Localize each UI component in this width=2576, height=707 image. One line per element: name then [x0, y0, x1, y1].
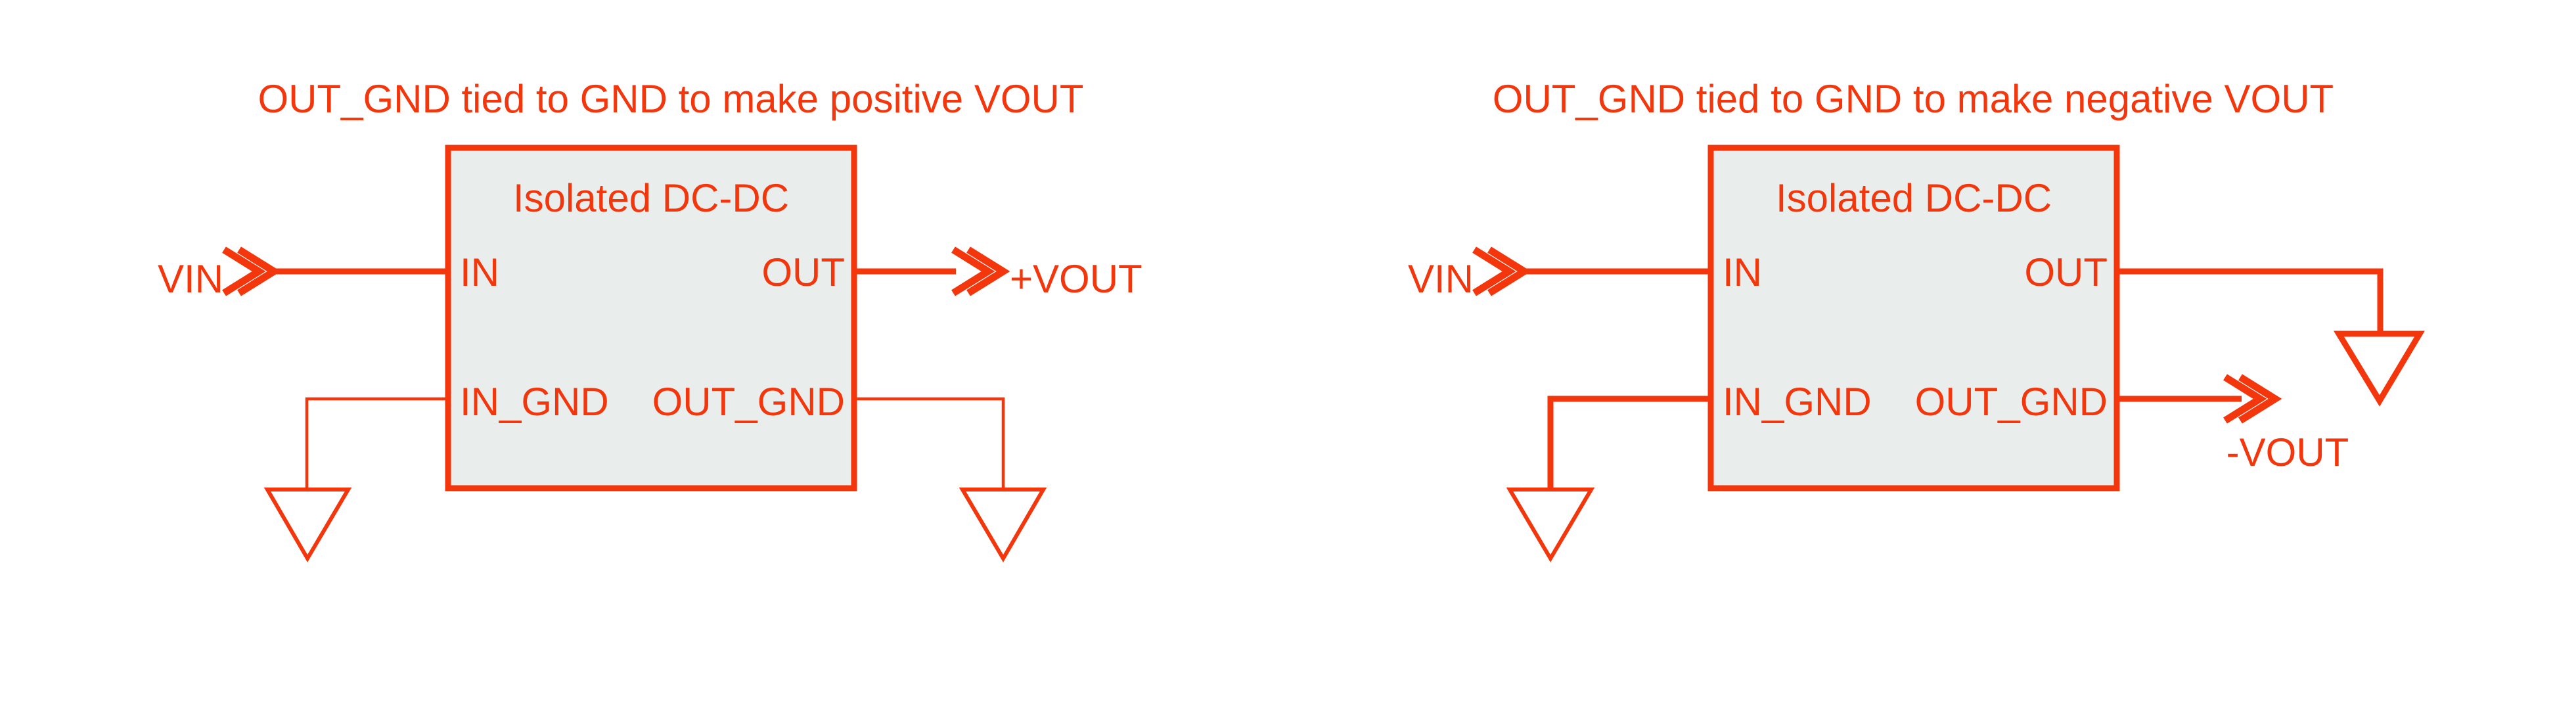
- dcdc-block: [1707, 145, 2120, 491]
- net-label-neg-vout: -VOUT: [2226, 430, 2349, 474]
- diagram-title: OUT_GND tied to GND to make positive VOU…: [258, 77, 1083, 121]
- pin-label-in-gnd: IN_GND: [460, 380, 609, 424]
- input-port-chevron-icon: [222, 246, 266, 296]
- wire-in-gnd: [305, 397, 448, 491]
- input-port-chevron-icon: [1472, 246, 1516, 296]
- wire-out: [2117, 268, 2384, 336]
- block-title: Isolated DC-DC: [513, 176, 789, 220]
- output-port-chevron-icon: [2238, 374, 2282, 424]
- net-label-vin: VIN: [1408, 257, 1474, 301]
- ground-symbol: [2333, 331, 2425, 407]
- wire-out-gnd: [854, 397, 1005, 491]
- ground-symbol: [263, 488, 352, 562]
- output-port-chevron-icon: [966, 246, 1010, 296]
- wire-in-gnd: [1547, 396, 1711, 492]
- net-label-vin: VIN: [158, 257, 223, 301]
- ground-symbol: [1506, 488, 1595, 562]
- diagram-title: OUT_GND tied to GND to make negative VOU…: [1493, 77, 2334, 121]
- ground-symbol: [959, 488, 1047, 562]
- output-port-chevron-icon: [2223, 374, 2267, 424]
- output-port-chevron-icon: [951, 246, 995, 296]
- diagram-negative-vout: OUT_GND tied to GND to make negative VOU…: [1408, 77, 2425, 562]
- block-title: Isolated DC-DC: [1776, 176, 2052, 220]
- net-label-pos-vout: +VOUT: [1010, 257, 1142, 301]
- pin-label-in: IN: [460, 250, 499, 294]
- pin-label-in: IN: [1723, 250, 1762, 294]
- pin-label-out-gnd: OUT_GND: [652, 380, 845, 424]
- pin-label-out: OUT: [2024, 250, 2108, 294]
- pin-label-out: OUT: [761, 250, 845, 294]
- diagram-positive-vout: OUT_GND tied to GND to make positive VOU…: [158, 77, 1142, 562]
- pin-label-in-gnd: IN_GND: [1723, 380, 1872, 424]
- dcdc-block: [445, 145, 857, 491]
- pin-label-out-gnd: OUT_GND: [1915, 380, 2108, 424]
